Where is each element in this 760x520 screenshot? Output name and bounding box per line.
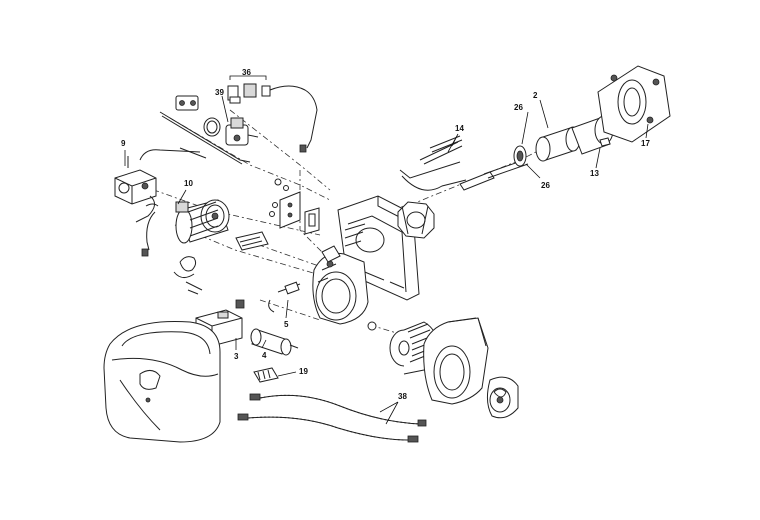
part-39-solenoid-valve [203, 95, 259, 146]
callout-39: 39 [215, 88, 224, 97]
callout-19: 19 [299, 367, 308, 376]
part-9-oil-pump [114, 150, 157, 223]
burner-cover [103, 321, 221, 443]
oil-tubes [139, 95, 251, 165]
part-5-photocell [268, 281, 301, 319]
callout-26-top: 26 [514, 103, 523, 112]
blast-tube-assembly [513, 65, 671, 179]
mounting-parts [173, 231, 269, 295]
part-38-oil-hoses [237, 393, 427, 443]
callout-labels: 36 39 9 10 14 26 2 26 13 17 5 4 3 19 38 [121, 68, 650, 401]
callout-17: 17 [641, 139, 650, 148]
air-inlet-housing [423, 317, 489, 405]
part-36-valve-coil-kit [227, 75, 318, 153]
callout-14: 14 [455, 124, 464, 133]
callout-13: 13 [590, 169, 599, 178]
part-10-motor [141, 189, 230, 257]
air-damper-plate [397, 201, 435, 239]
callout-9: 9 [121, 139, 126, 148]
callout-10: 10 [184, 179, 193, 188]
callout-5: 5 [284, 320, 289, 329]
air-damper-cone [486, 376, 519, 419]
callout-36: 36 [242, 68, 251, 77]
part-19-terminal-block [253, 367, 297, 383]
part-4-capacitor [250, 328, 299, 356]
callout-26-bottom: 26 [541, 181, 550, 190]
callout-3: 3 [234, 352, 239, 361]
callout-38: 38 [398, 392, 407, 401]
callout-4: 4 [262, 351, 267, 360]
control-plate [269, 178, 320, 235]
callout-2: 2 [533, 91, 538, 100]
part-14-electrodes [399, 133, 529, 191]
